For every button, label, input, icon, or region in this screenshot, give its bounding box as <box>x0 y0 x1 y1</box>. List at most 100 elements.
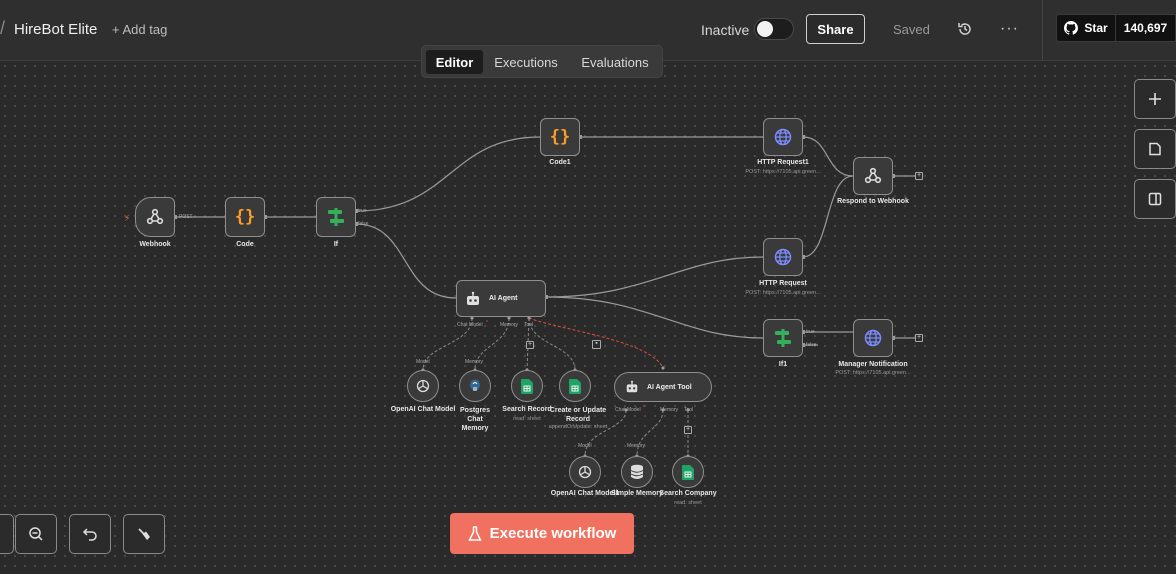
node-webhook[interactable] <box>135 197 175 237</box>
simple-memory-label: Simple Memory <box>611 490 663 497</box>
ai-agent-tool-label: AI Agent Tool <box>647 383 692 391</box>
openai-chat-model1-label: OpenAI Chat Model1 <box>550 490 620 497</box>
divider <box>1042 0 1043 60</box>
ai-agent-port-tool: Tool <box>524 322 534 328</box>
create-update-record-text: Create or Update Record <box>549 407 607 423</box>
active-toggle[interactable] <box>754 18 794 40</box>
if1-label: If1 <box>778 361 788 368</box>
node-openai-chat-model1[interactable] <box>569 456 601 488</box>
if-label: If <box>333 241 339 248</box>
ai-agent-label: AI Agent <box>489 295 518 302</box>
node-code1[interactable]: {} <box>540 118 580 156</box>
if1-false-label: false <box>806 342 817 348</box>
webhook-icon <box>146 208 164 225</box>
ai-tool-port-chat-model: Chat Model <box>615 407 641 413</box>
github-star-label: Star <box>1084 21 1108 35</box>
ai-tool-port-tool: Tool <box>684 407 694 413</box>
google-sheets-icon <box>682 464 694 480</box>
node-postgres-chat-memory[interactable] <box>459 370 491 402</box>
openai-chat-model-label: OpenAI Chat Model <box>390 406 456 413</box>
execute-workflow-button[interactable]: Execute workflow <box>450 513 634 554</box>
flask-icon <box>467 525 482 541</box>
code-label: Code <box>236 241 254 248</box>
add-sticky-note-button[interactable] <box>1134 129 1176 169</box>
openai-kind-label: Model <box>416 359 430 365</box>
share-button[interactable]: Share <box>806 14 865 44</box>
execute-workflow-label: Execute workflow <box>489 525 617 542</box>
add-tool-plus-icon[interactable]: + <box>526 341 534 349</box>
saved-label: Saved <box>893 22 930 37</box>
node-code[interactable]: {} <box>225 197 265 237</box>
tab-executions[interactable]: Executions <box>494 54 558 70</box>
node-create-update-record[interactable] <box>559 370 591 402</box>
webhook-icon <box>864 167 882 184</box>
required-marker: * <box>643 405 645 411</box>
tab-evaluations[interactable]: Evaluations <box>581 54 649 70</box>
globe-icon <box>774 128 792 146</box>
node-respond-to-webhook[interactable] <box>853 157 893 195</box>
node-ai-agent[interactable]: AI Agent <box>456 280 546 317</box>
github-star-count: 140,697 <box>1116 14 1176 42</box>
github-star-button[interactable]: Star <box>1056 14 1116 42</box>
search-company-subtitle: read: sheet <box>674 500 702 506</box>
globe-icon <box>774 248 792 266</box>
add-node-plus-icon[interactable]: + <box>915 172 923 180</box>
if-false-label: false <box>358 221 369 227</box>
ai-agent-port-chat-model: Chat Model <box>457 322 483 328</box>
node-openai-chat-model[interactable] <box>407 370 439 402</box>
code-icon: {} <box>549 127 571 147</box>
add-tag-button[interactable]: + Add tag <box>112 22 168 37</box>
zoom-out-button[interactable] <box>15 514 57 554</box>
http-request-label: HTTP Request <box>759 280 807 287</box>
ai-agent-port-memory: Memory <box>500 322 519 328</box>
postgres-chat-memory-label: Postgres Chat Memory <box>453 406 497 433</box>
more-options-icon[interactable]: ··· <box>1000 20 1019 37</box>
webhook-label: Webhook <box>139 241 171 248</box>
webhook-port-label: POST <box>179 214 193 220</box>
robot-icon <box>467 291 479 305</box>
ai-tool-port-memory: Memory <box>660 407 679 413</box>
status-label: Inactive <box>701 22 750 38</box>
workflow-name[interactable]: HireBot Elite <box>14 21 98 38</box>
node-manager-notification[interactable] <box>853 319 893 357</box>
delete-connection-icon[interactable]: ▪ <box>592 340 601 349</box>
if-icon <box>775 329 791 347</box>
add-tool-plus-icon[interactable]: + <box>684 426 692 434</box>
manager-notification-subtitle: POST: https://7105.api.green... <box>835 370 911 376</box>
tab-editor[interactable]: Editor <box>426 50 483 74</box>
if-true-label: true <box>358 208 367 214</box>
toggle-panel-button[interactable] <box>1134 179 1176 219</box>
zoom-in-button[interactable] <box>0 514 14 554</box>
undo-button[interactable] <box>69 514 111 554</box>
workflow-canvas[interactable] <box>0 61 1176 574</box>
node-simple-memory[interactable] <box>621 456 653 488</box>
undo-icon <box>82 528 97 541</box>
google-sheets-icon <box>521 378 533 394</box>
postgres-kind-label: Memory <box>465 359 484 365</box>
zoom-out-icon <box>29 527 43 541</box>
view-tabs: Editor Executions Evaluations <box>421 45 663 78</box>
plus-icon <box>1149 93 1161 105</box>
node-if1[interactable] <box>763 319 803 357</box>
add-node-button[interactable] <box>1134 79 1176 119</box>
broom-icon <box>138 528 150 540</box>
http-request1-label: HTTP Request1 <box>757 159 809 166</box>
node-ai-agent-tool[interactable]: AI Agent Tool <box>614 372 712 402</box>
node-search-company[interactable] <box>672 456 704 488</box>
code-icon: {} <box>234 207 256 227</box>
search-record-label: Search Record <box>502 406 552 413</box>
create-update-record-subtitle: appendOrUpdate: sheet <box>548 424 608 430</box>
history-icon[interactable] <box>957 21 973 37</box>
node-search-record[interactable] <box>511 370 543 402</box>
node-http-request1[interactable] <box>763 118 803 156</box>
node-if[interactable] <box>316 197 356 237</box>
search-company-label: Search Company <box>659 490 717 497</box>
openai-icon <box>578 465 592 479</box>
if-icon <box>328 208 344 226</box>
search-record-subtitle: read: sheet <box>513 416 541 422</box>
tidy-up-button[interactable] <box>123 514 165 554</box>
add-node-plus-icon[interactable]: + <box>915 334 923 342</box>
node-http-request[interactable] <box>763 238 803 276</box>
panel-icon <box>1148 192 1162 206</box>
robot-icon <box>626 380 638 393</box>
